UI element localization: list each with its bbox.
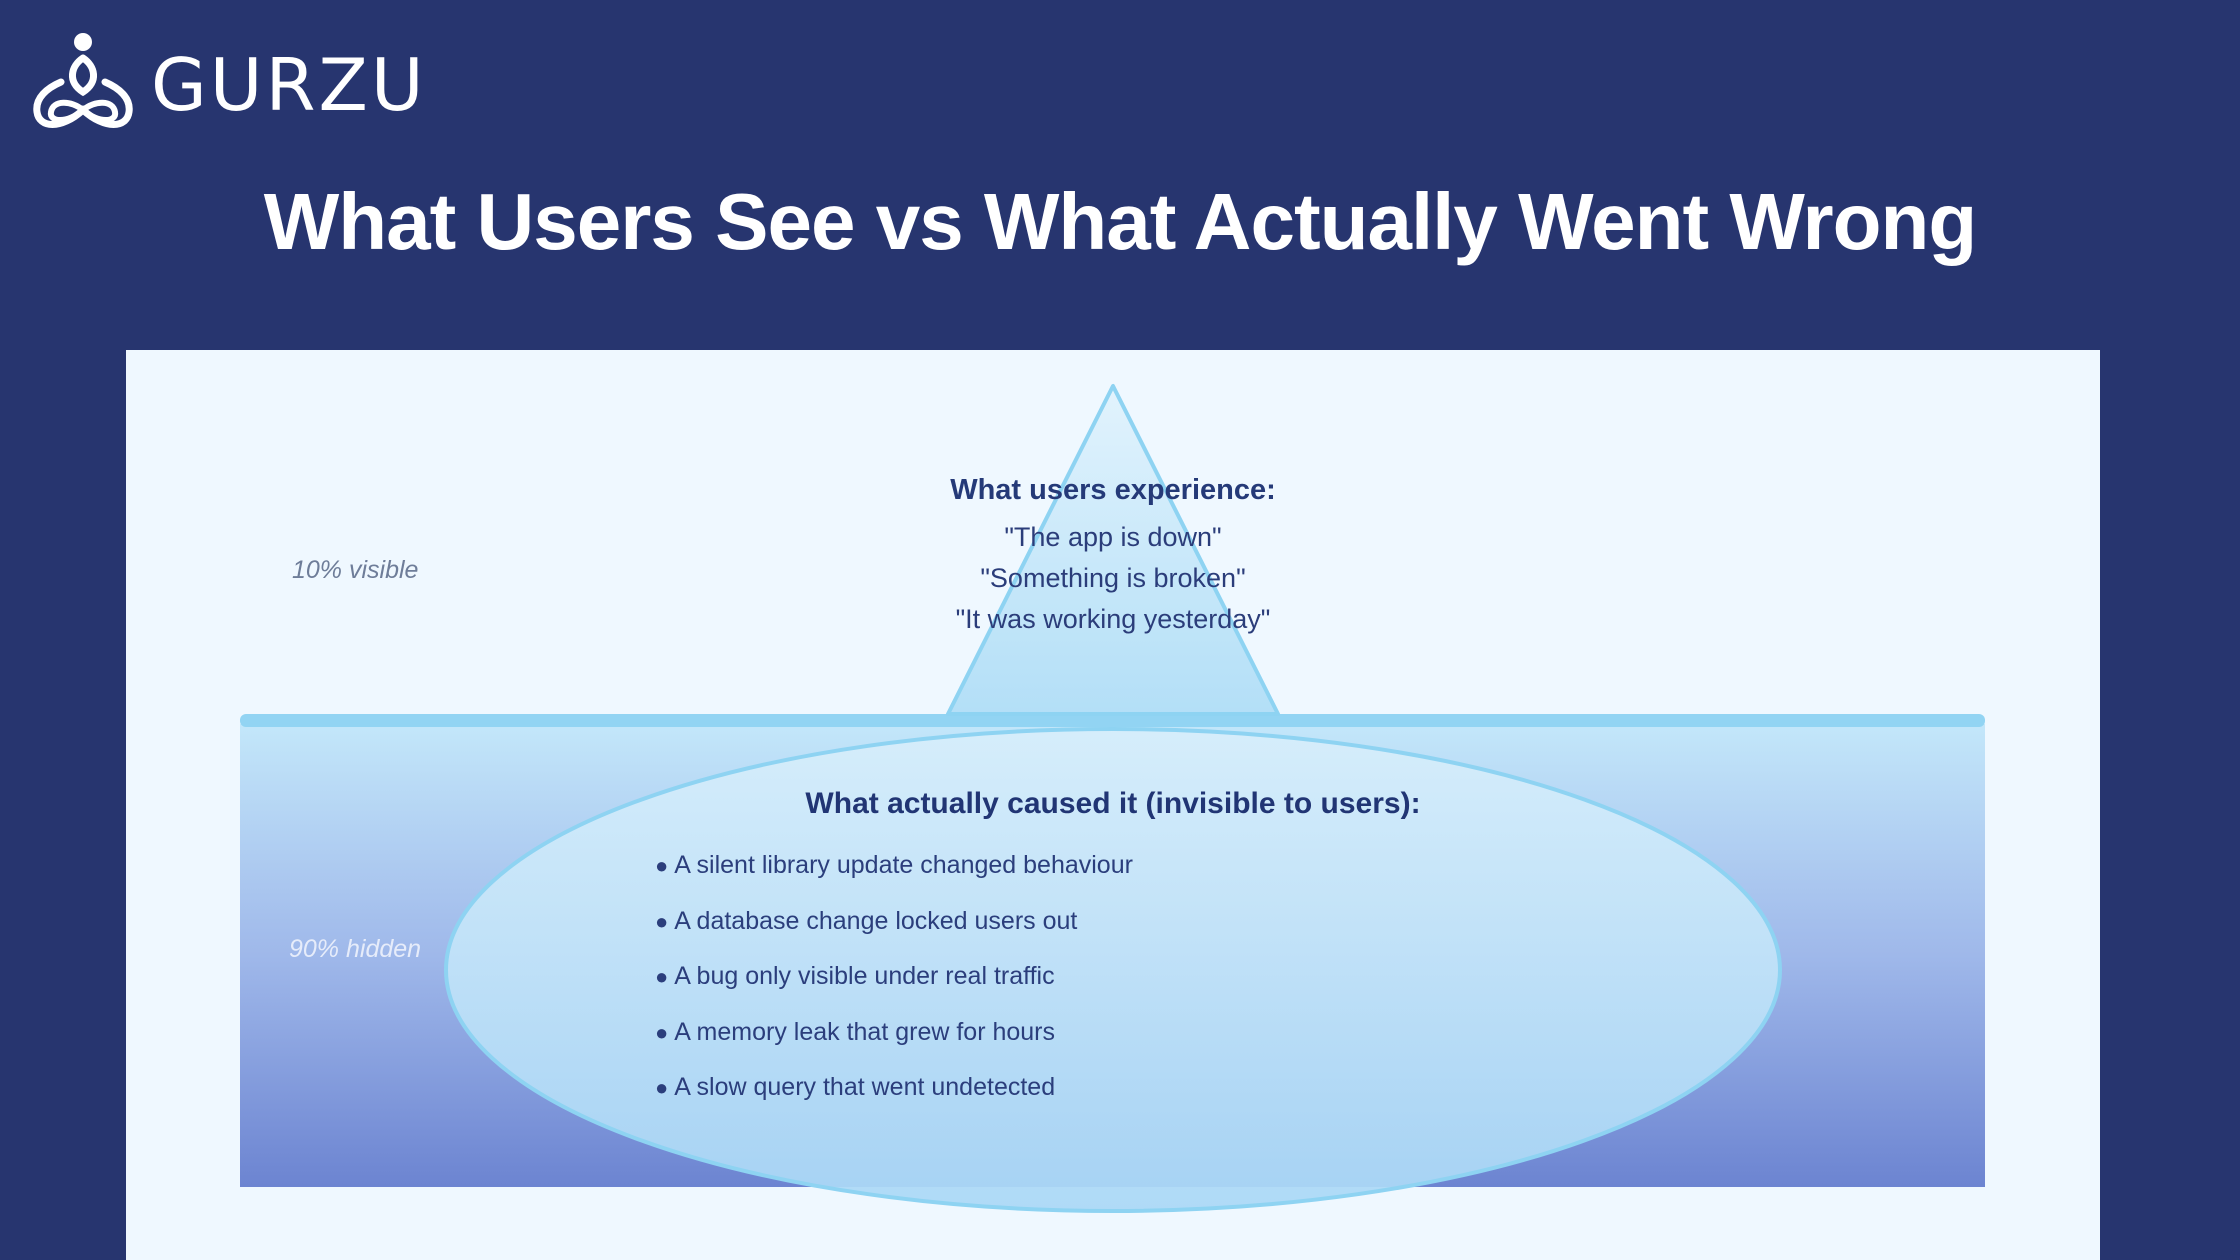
gurzu-logo: GURZU bbox=[27, 30, 427, 140]
bullet-icon: ● bbox=[655, 908, 669, 934]
list-item: ●A database change locked users out bbox=[655, 906, 1133, 962]
bullet-icon: ● bbox=[655, 1075, 669, 1100]
iceberg-diagram-panel: What users experience: "The app is down"… bbox=[126, 350, 2100, 1260]
list-item: ●A silent library update changed behavio… bbox=[655, 850, 1133, 906]
iceberg-base bbox=[444, 727, 1782, 1213]
bullet-icon: ● bbox=[655, 853, 669, 878]
iceberg-diagram bbox=[240, 384, 1985, 1213]
list-item: ●A memory leak that grew for hours bbox=[655, 1017, 1133, 1073]
cause-text: A database change locked users out bbox=[674, 906, 1078, 935]
cause-text: A memory leak that grew for hours bbox=[674, 1017, 1056, 1046]
user-quote: "The app is down" bbox=[1004, 522, 1222, 552]
cause-text: A bug only visible under real traffic bbox=[674, 962, 1055, 990]
slide-title: What Users See vs What Actually Went Wro… bbox=[263, 177, 1977, 266]
meditation-figure-icon bbox=[33, 33, 133, 128]
visible-share-label: 10% visible bbox=[292, 556, 419, 584]
hidden-share-label: 90% hidden bbox=[289, 935, 422, 963]
list-item: ●A slow query that went undetected bbox=[655, 1072, 1133, 1128]
user-quote: "Something is broken" bbox=[980, 563, 1246, 593]
tip-heading: What users experience: bbox=[950, 474, 1276, 506]
bullet-icon: ● bbox=[655, 964, 669, 989]
cause-list: ●A silent library update changed behavio… bbox=[655, 850, 1133, 1128]
user-quote: "It was working yesterday" bbox=[955, 604, 1271, 634]
cause-text: A slow query that went undetected bbox=[674, 1073, 1056, 1101]
iceberg-tip bbox=[946, 384, 1280, 716]
list-item: ●A bug only visible under real traffic bbox=[655, 961, 1133, 1017]
base-heading: What actually caused it (invisible to us… bbox=[805, 787, 1421, 820]
cause-text: A silent library update changed behaviou… bbox=[674, 851, 1133, 879]
brand-name: GURZU bbox=[151, 43, 427, 127]
bullet-icon: ● bbox=[655, 1019, 669, 1045]
waterline bbox=[240, 714, 1985, 727]
